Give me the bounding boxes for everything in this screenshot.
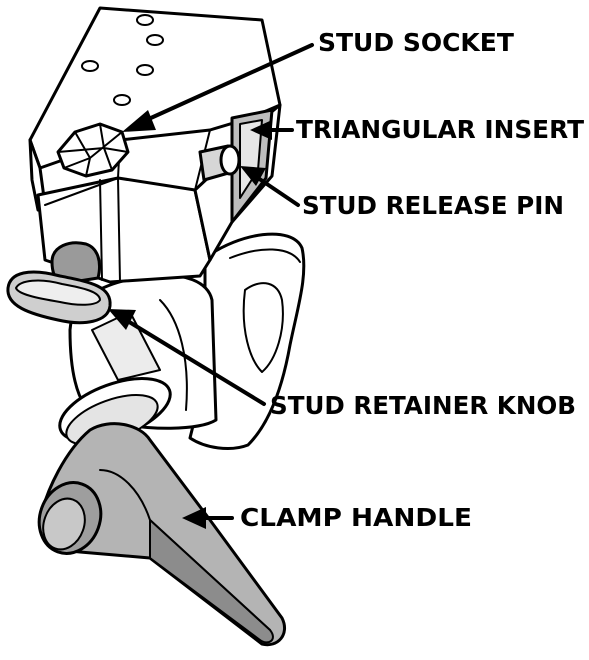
leader-stud-retainer-knob (124, 318, 266, 406)
clamp-handle-endcap-face (42, 497, 86, 551)
label-clamp-handle: CLAMP HANDLE (240, 503, 472, 532)
label-stud-retainer-knob: STUD RETAINER KNOB (270, 391, 576, 420)
knob-wing-top (15, 279, 101, 306)
label-triangular-insert: TRIANGULAR INSERT (296, 115, 584, 144)
mounting-hole (146, 34, 164, 46)
clamp-lower-curve (159, 299, 188, 411)
stud-release-pin-end (219, 144, 241, 176)
arrowhead-triangular-insert (250, 120, 272, 140)
mounting-hole (136, 64, 154, 76)
stud-socket-facets (57, 123, 129, 177)
mounting-hole (113, 94, 131, 106)
block-edge-line (44, 177, 121, 283)
arrowhead-clamp-handle (182, 507, 206, 529)
leader-lines (108, 43, 314, 529)
callout-labels: STUD SOCKET TRIANGULAR INSERT STUD RELEA… (240, 28, 584, 532)
label-stud-release-pin: STUD RELEASE PIN (302, 191, 564, 220)
arrowhead-stud-socket (122, 110, 156, 132)
label-stud-socket: STUD SOCKET (318, 28, 514, 57)
clamp-illustration (6, 6, 306, 647)
arrowhead-stud-release-pin (240, 166, 266, 186)
mounting-hole (81, 60, 99, 72)
clamp-jaw-edge (229, 248, 301, 263)
mounting-hole (136, 14, 154, 26)
clamp-jaw-inner (242, 282, 284, 373)
leader-stud-release-pin (256, 176, 300, 207)
clamp-handle-shade (149, 519, 274, 644)
arrowhead-stud-retainer-knob (108, 309, 136, 330)
leader-stud-socket (140, 43, 314, 124)
